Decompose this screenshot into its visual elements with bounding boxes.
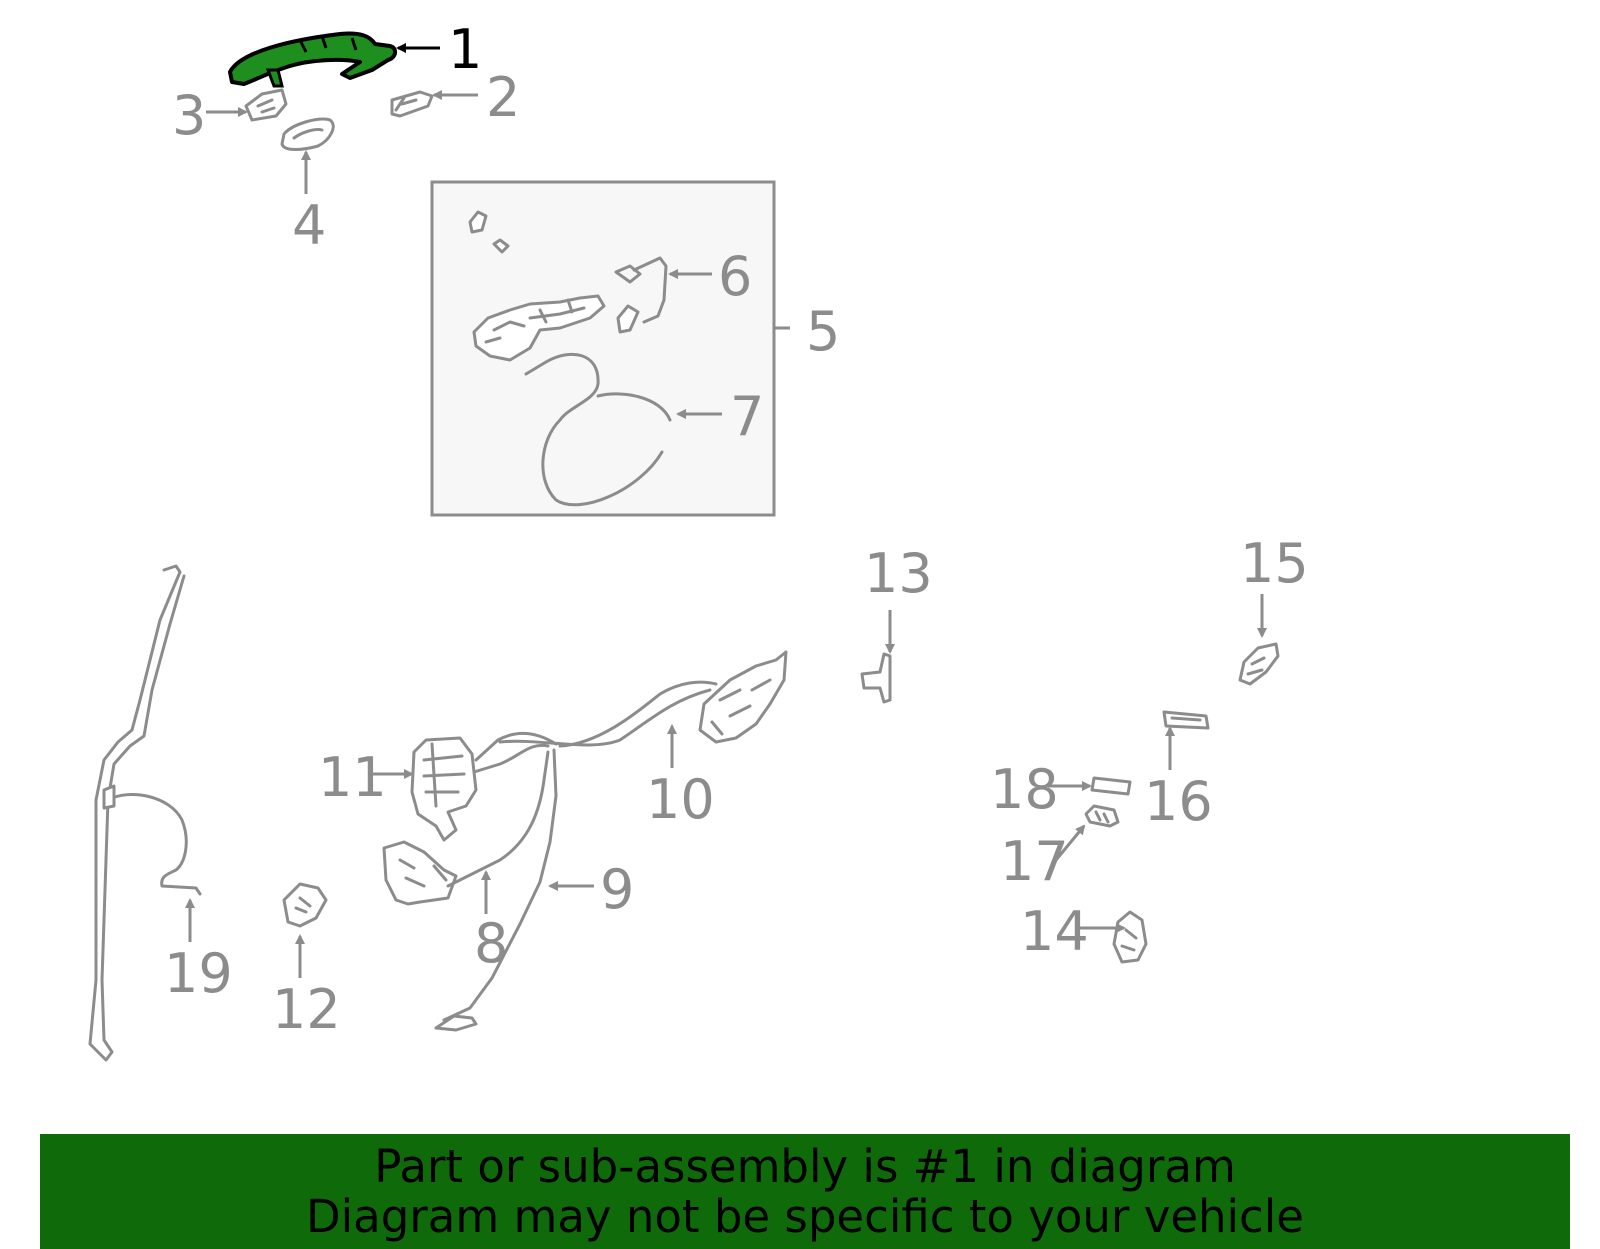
callout-17: 17: [1000, 830, 1069, 893]
part-2-handle-bezel[interactable]: [390, 90, 434, 118]
part-4-gasket[interactable]: [280, 117, 335, 151]
callout-2: 2: [486, 66, 520, 129]
part-7-cable[interactable]: [524, 352, 672, 507]
banner-line-2: Diagram may not be specific to your vehi…: [306, 1190, 1304, 1243]
part-15-handle-bracket[interactable]: [1238, 642, 1280, 686]
part-12-striker[interactable]: [282, 882, 328, 928]
part-17-pad[interactable]: [1084, 804, 1120, 828]
part-3-cap[interactable]: [244, 88, 288, 122]
callout-7: 7: [730, 385, 764, 448]
part-9-cable[interactable]: [434, 748, 558, 1032]
callout-3: 3: [172, 84, 206, 147]
info-banner: Part or sub-assembly is #1 in diagram Di…: [40, 1134, 1570, 1249]
part-18-seal[interactable]: [1090, 776, 1132, 796]
callout-9: 9: [600, 858, 634, 921]
part-8-lock-actuator[interactable]: [382, 840, 458, 906]
callout-1: 1: [448, 18, 482, 81]
part-14-bracket[interactable]: [1112, 910, 1148, 964]
part-11-latch-assembly[interactable]: [410, 731, 558, 842]
callout-8: 8: [474, 912, 508, 975]
callout-19: 19: [164, 942, 233, 1005]
callout-14: 14: [1020, 900, 1089, 963]
callout-6: 6: [718, 245, 752, 308]
callout-18: 18: [990, 758, 1059, 821]
part-16-switch[interactable]: [1162, 710, 1210, 730]
callout-10: 10: [646, 768, 715, 831]
callout-12: 12: [272, 978, 341, 1041]
callout-16: 16: [1144, 770, 1213, 833]
banner-line-1: Part or sub-assembly is #1 in diagram: [374, 1140, 1236, 1193]
part-10-door-lock[interactable]: [498, 650, 788, 748]
part-13-clip[interactable]: [860, 652, 892, 704]
callout-4: 4: [292, 194, 326, 257]
callout-13: 13: [864, 542, 933, 605]
callout-15: 15: [1240, 532, 1309, 595]
part-5-lock-cylinder-kit[interactable]: [468, 210, 606, 362]
part-1-door-handle[interactable]: [228, 31, 397, 88]
part-6-rod[interactable]: [614, 256, 668, 334]
callout-5: 5: [806, 300, 840, 363]
callout-11: 11: [318, 746, 387, 809]
leader-17: [1054, 824, 1086, 861]
part-19-weatherstrip[interactable]: [88, 564, 202, 1062]
